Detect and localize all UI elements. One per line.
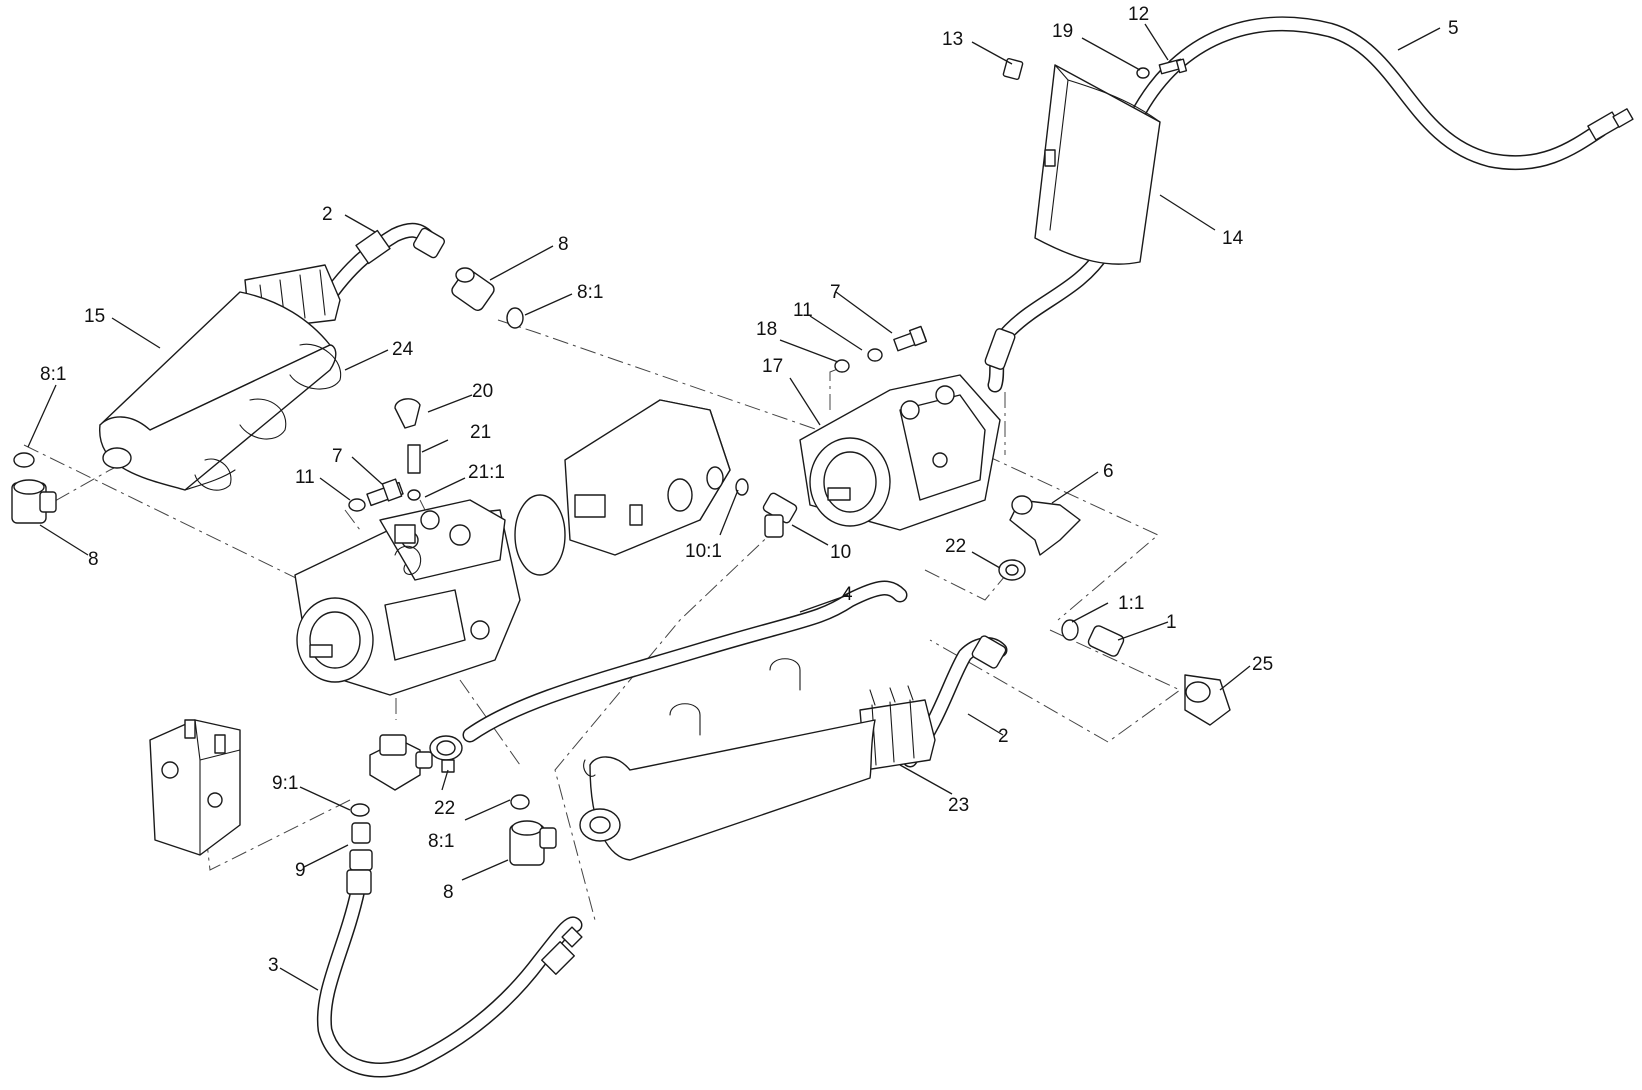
heat-shield-23 [579,658,876,861]
callout-24: 24 [392,339,414,360]
callout-13: 13 [942,29,963,50]
callout-7-left: 7 [332,446,343,467]
valve-block [149,719,241,856]
callout-3: 3 [268,955,279,976]
callout-11-right: 11 [793,300,813,321]
callout-4: 4 [842,584,853,605]
gear-pump-center [564,399,731,556]
callout-5: 5 [1448,18,1459,39]
callout-19: 19 [1052,21,1073,42]
callout-14: 14 [1222,228,1244,249]
main-pump-left [294,499,521,696]
fitting-8-left [11,452,57,524]
pump-17-right [799,374,1001,531]
callout-11-left: 11 [295,467,315,488]
callout-21-1: 21:1 [468,462,505,483]
fasteners-top [1002,57,1188,81]
fitting-8-top [451,267,524,329]
hose-4 [462,580,908,743]
callout-7-right: 7 [830,282,841,303]
callout-18: 18 [756,319,777,340]
clamp-22-bottom [429,735,463,773]
fitting-10 [735,478,798,538]
bolt-7-right [834,325,928,373]
callout-25: 25 [1252,654,1273,675]
callout-10-1: 10:1 [685,541,722,562]
callout-9-1: 9:1 [272,773,298,794]
fittings-1-25 [1061,619,1231,726]
fittings-20-21 [394,398,421,501]
callout-17: 17 [762,356,783,377]
hose-right-pump [984,242,1113,393]
clamp-24 [194,343,342,491]
callout-22-bottom: 22 [434,798,455,819]
hose-2-top [312,222,445,318]
callout-labels: 13 19 12 5 14 2 8 8:1 15 24 8:1 8 20 21 … [40,4,1459,976]
bracket-6 [1009,495,1081,556]
callout-8-left: 8 [88,549,99,570]
callout-8-1-top: 8:1 [577,282,603,303]
hose-5 [1132,16,1634,171]
fitting-8-bottom [509,794,557,866]
callout-10: 10 [830,542,851,563]
o-ring-large [514,494,566,576]
callout-21: 21 [470,422,491,443]
bolt-7-left [348,478,404,512]
heat-shield-14 [1034,64,1161,265]
hose-3 [316,869,583,1078]
tee-fitting [369,734,433,791]
callout-15: 15 [84,306,105,327]
fitting-9 [349,803,373,871]
callout-2-bottom: 2 [998,726,1009,747]
callout-8-top: 8 [558,234,569,255]
callout-6: 6 [1103,461,1114,482]
callout-8-1-left: 8:1 [40,364,66,385]
heat-shield-15 [99,291,337,491]
callout-8-1-bottom: 8:1 [428,831,454,852]
callout-8-bottom: 8 [443,882,454,903]
callout-2-top: 2 [322,204,333,225]
callout-20: 20 [472,381,493,402]
callout-23: 23 [948,795,969,816]
callout-9: 9 [295,860,306,881]
callout-22-right: 22 [945,536,966,557]
clamps-bottom [859,685,936,771]
callout-1-1: 1:1 [1118,593,1144,614]
callout-1: 1 [1166,612,1177,633]
leader-lines [27,23,1441,991]
callout-12: 12 [1128,4,1149,25]
clamp-22-right [998,559,1026,581]
